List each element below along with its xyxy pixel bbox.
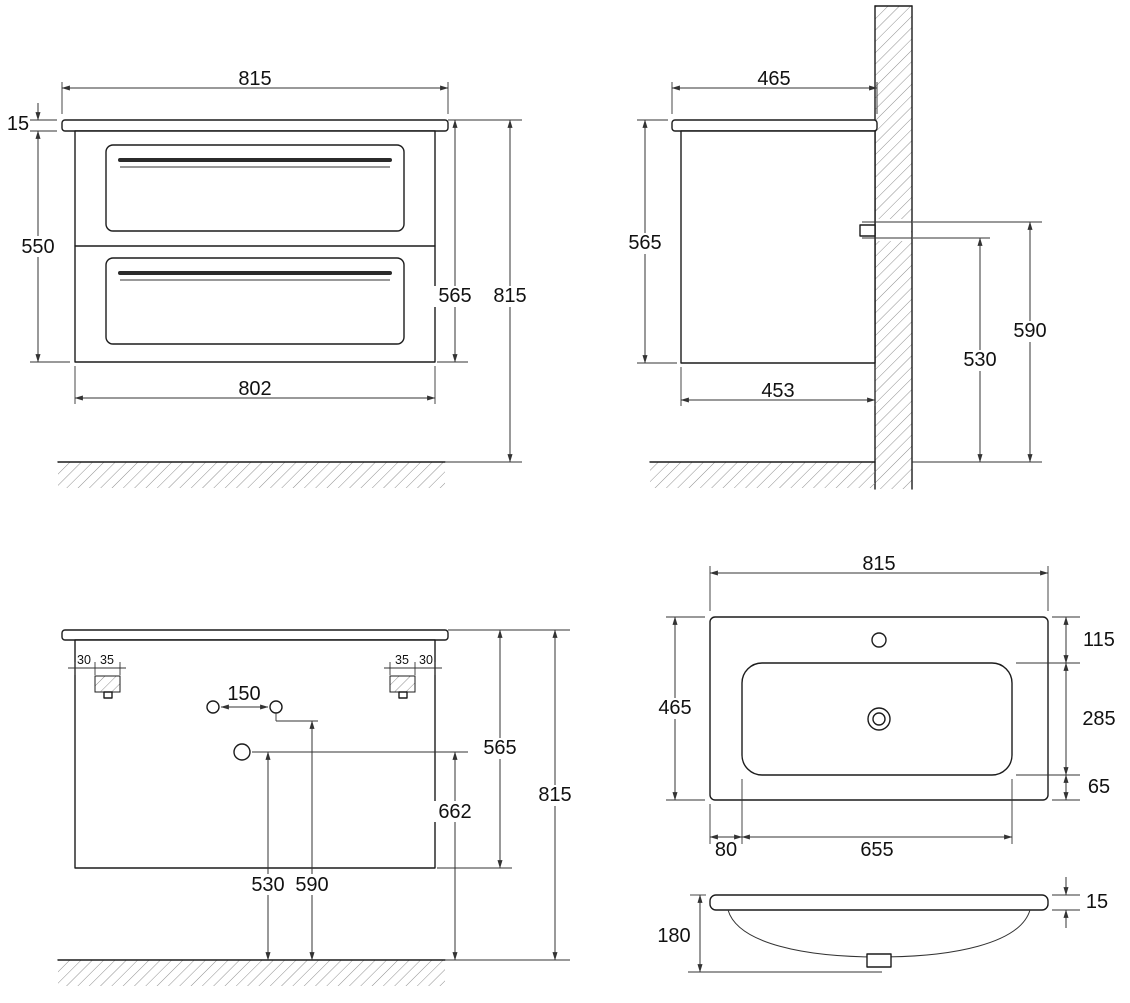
dim-label-back-drain-height: 530 [251, 874, 284, 896]
dim-side-lower-fixing-height: 530 [913, 237, 1001, 463]
side-view: 465 565 453 530 590 [624, 5, 1051, 490]
dim-label-front-worktop-thickness: 15 [7, 113, 29, 135]
dim-front-worktop-thickness: 15 [7, 103, 57, 135]
dim-section-rim-thickness: 15 [1052, 877, 1108, 928]
side-worktop [671, 119, 878, 132]
dim-back-drain-drop: 662 [252, 751, 476, 961]
side-carcass [680, 130, 876, 364]
dim-label-side-overall-depth: 465 [757, 68, 790, 90]
bowl-section-curve [727, 909, 1031, 958]
dim-front-overall-height: 565 [434, 119, 522, 363]
dim-label-plan-side-rim: 80 [715, 839, 737, 861]
dim-label-plan-overall-width: 815 [862, 553, 895, 575]
tap-hole [871, 632, 887, 648]
dim-back-overall-height: 565 [437, 629, 570, 869]
back-view: 30 35 35 30 150 565 815 [57, 629, 576, 986]
dim-label-front-cabinet-height: 550 [21, 236, 54, 258]
dim-front-height-above-floor: 815 [445, 119, 531, 463]
front-view: 815 15 550 565 815 [7, 68, 531, 488]
dim-label-front-overall-width: 815 [238, 68, 271, 90]
dim-back-bracket-left: 30 35 [68, 653, 126, 675]
dim-back-bracket-right: 35 30 [384, 653, 442, 675]
dim-label-back-left-bracket-width: 35 [100, 653, 114, 667]
dim-label-front-carcass-width: 802 [238, 378, 271, 400]
basin-plan-view: 815 465 115 285 65 [654, 553, 1116, 861]
dim-label-side-lower-fixing-height: 530 [963, 349, 996, 371]
dim-front-cabinet-height: 550 [17, 130, 70, 363]
dim-label-section-rim-thickness: 15 [1086, 891, 1108, 913]
dim-label-back-height-above-floor: 815 [538, 784, 571, 806]
floor-hatch-front [58, 462, 445, 488]
upper-drawer-handle [118, 158, 392, 162]
back-carcass [74, 639, 436, 869]
dim-label-back-drain-drop: 662 [438, 801, 471, 823]
wall-fixing-rail [859, 219, 912, 241]
fixing-bracket [859, 224, 876, 237]
drain-stub [866, 953, 892, 968]
dim-label-plan-overall-depth: 465 [658, 697, 691, 719]
floor-hatch-back [58, 960, 445, 986]
lower-drawer-handle [118, 271, 392, 275]
dim-side-overall-depth: 465 [671, 68, 878, 114]
front-drawer-upper [105, 144, 405, 232]
dim-plan-depth-breakdown: 115 285 65 [1016, 616, 1116, 801]
dim-label-back-supply-height: 590 [295, 874, 328, 896]
dim-label-back-tap-hole-spacing: 150 [227, 683, 260, 705]
drain-outlet-hole [233, 743, 251, 761]
dim-label-side-upper-fixing-height: 590 [1013, 320, 1046, 342]
dim-label-back-right-bracket-width: 35 [395, 653, 409, 667]
supply-hole-left [206, 700, 220, 714]
hanging-bracket-right [389, 675, 416, 693]
dim-label-plan-rear-to-tap: 115 [1083, 629, 1115, 651]
dim-side-upper-fixing-height: 590 [913, 221, 1051, 463]
dim-label-plan-tap-to-bowl-front: 285 [1082, 708, 1115, 730]
dim-plan-overall-width: 815 [709, 553, 1049, 611]
dim-label-section-bowl-depth: 180 [657, 925, 690, 947]
dim-front-carcass-width: 802 [74, 366, 436, 404]
dim-label-front-overall-height: 565 [438, 285, 471, 307]
dim-label-front-height-above-floor: 815 [493, 285, 526, 307]
dim-back-tap-hole-spacing: 150 [220, 683, 269, 710]
dim-label-side-overall-height: 565 [628, 232, 661, 254]
dim-back-height-above-floor: 815 [534, 629, 576, 961]
front-drawer-lower [105, 257, 405, 345]
supply-hole-right [269, 700, 283, 714]
dim-label-plan-front-rim: 65 [1088, 776, 1110, 798]
hanging-bracket-left [94, 675, 121, 693]
floor-hatch-side [650, 462, 875, 488]
dim-label-back-right-edge-offset: 30 [419, 653, 433, 667]
dim-label-side-carcass-depth: 453 [761, 380, 794, 402]
basin-rim-section [709, 894, 1049, 911]
wall-hatch [875, 6, 912, 489]
dim-side-carcass-depth: 453 [680, 367, 876, 406]
basin-section-view: 180 15 [657, 877, 1108, 973]
front-worktop [61, 119, 449, 132]
dim-section-bowl-depth: 180 [657, 894, 882, 973]
dim-back-supply-height: 590 [275, 713, 333, 961]
back-worktop [61, 629, 449, 641]
drain-hole-inner [872, 712, 886, 726]
dim-back-drain-height: 530 [247, 751, 289, 961]
dim-side-overall-height: 565 [624, 119, 677, 364]
dim-label-back-overall-height: 565 [483, 737, 516, 759]
dim-plan-width-breakdown: 80 655 [709, 779, 1013, 861]
dim-front-overall-width: 815 [61, 68, 449, 114]
dim-label-back-left-edge-offset: 30 [77, 653, 91, 667]
dim-label-plan-bowl-width: 655 [860, 839, 893, 861]
dim-plan-overall-depth: 465 [654, 616, 705, 801]
